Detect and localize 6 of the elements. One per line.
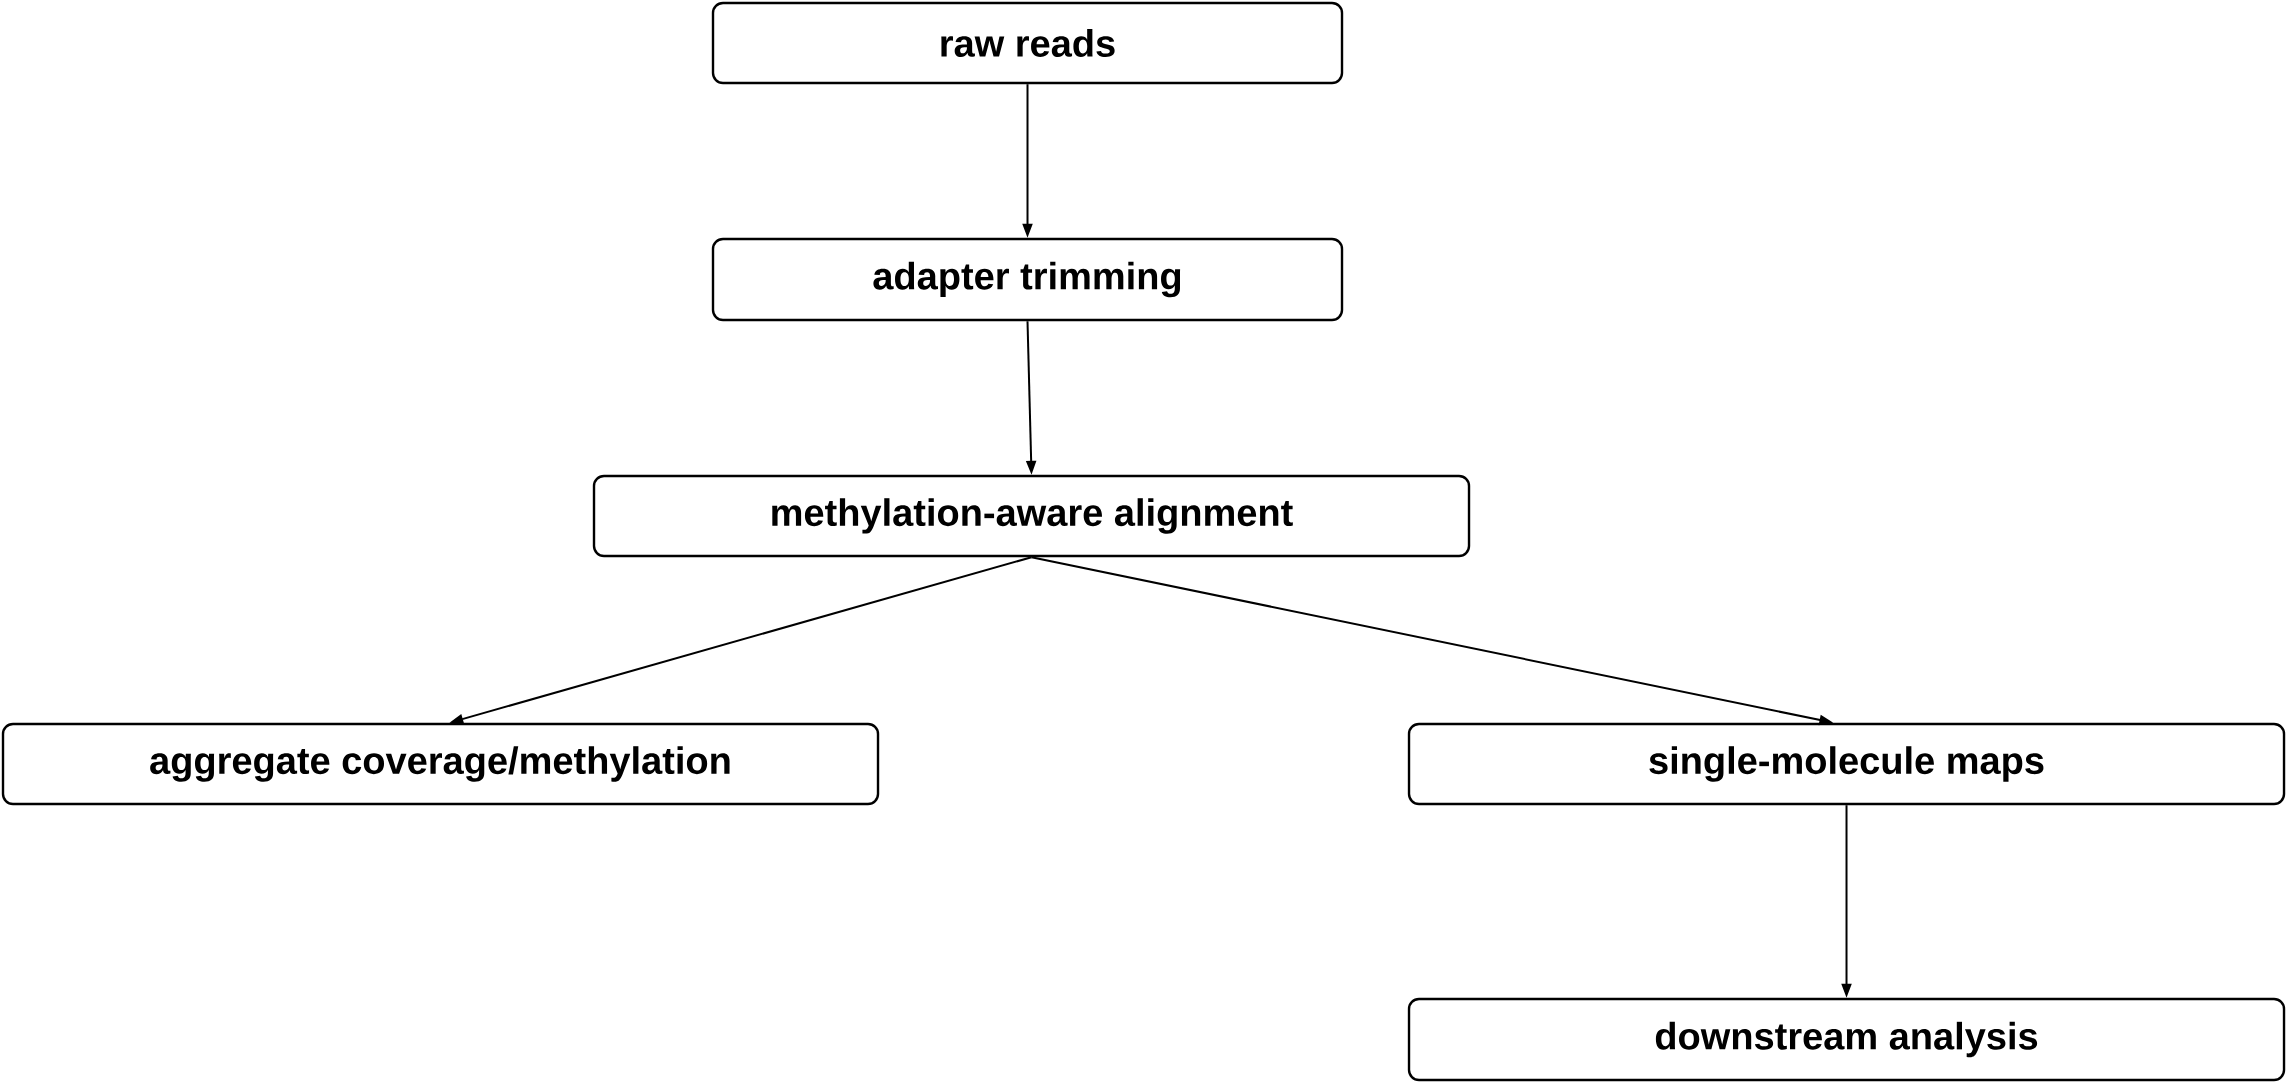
process-box: raw reads (711, 1, 1344, 85)
process-box: single-molecule maps (1407, 722, 2286, 806)
process-box: aggregate coverage/methylation (1, 722, 880, 806)
process-box: adapter trimming (711, 237, 1344, 322)
process-box: downstream analysis (1407, 997, 2286, 1082)
process-box: methylation-aware alignment (592, 474, 1471, 558)
